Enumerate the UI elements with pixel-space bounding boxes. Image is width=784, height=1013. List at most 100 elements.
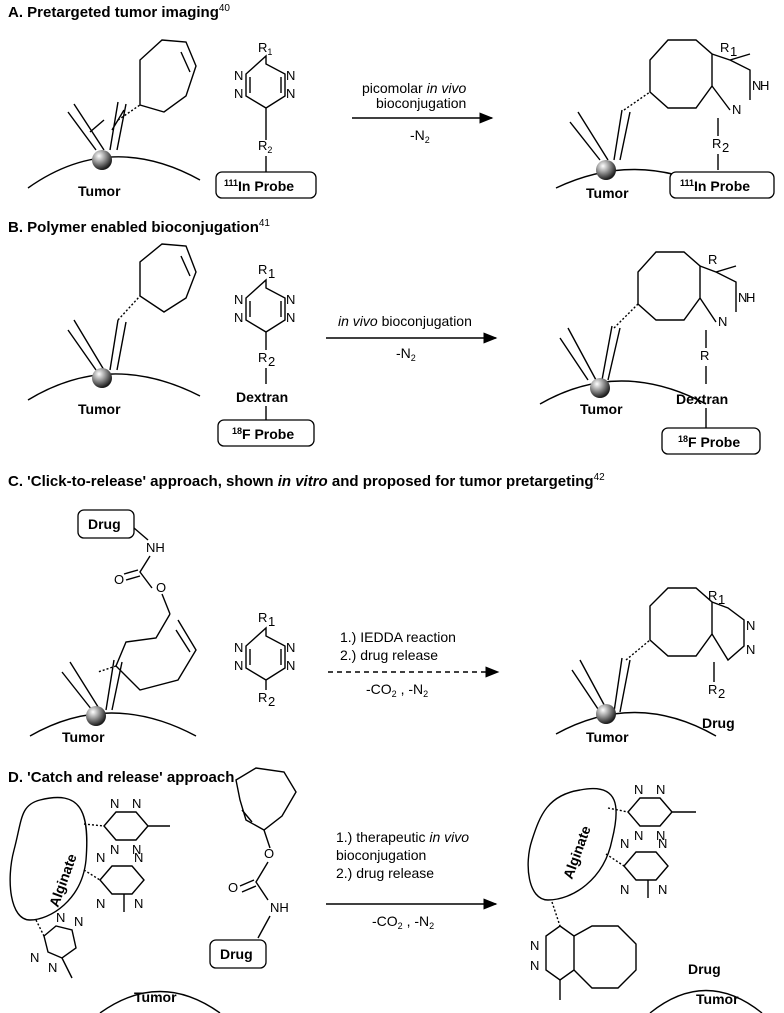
section-c: C. 'Click-to-release' approach, shown in…: [8, 472, 755, 745]
tetrazine-a: R1 NN NN R2 111In Probe: [215, 40, 317, 199]
svg-text:1: 1: [268, 266, 275, 281]
svg-text:H: H: [746, 290, 755, 305]
svg-text:N: N: [134, 850, 143, 865]
product-b: R NH N R Tumor Dextran 18F Probe: [539, 251, 761, 455]
svg-text:1: 1: [718, 592, 725, 607]
tumor-label: Tumor: [586, 185, 629, 201]
svg-text:N: N: [132, 796, 141, 811]
tumor-label: Tumor: [586, 729, 629, 745]
particle-ball: [596, 160, 616, 180]
tco-carbamate-c: Drug NH O O Tumor: [29, 509, 197, 745]
svg-text:N: N: [234, 86, 243, 101]
arrow-label-2: bioconjugation: [336, 847, 426, 863]
arrow-label-3: -CO2 , -N2: [366, 681, 428, 699]
section-a-title: A. Pretargeted tumor imaging40: [8, 3, 230, 21]
arrow-label-2: bioconjugation: [376, 95, 466, 111]
particle-ball: [92, 150, 112, 170]
svg-text:N: N: [234, 310, 243, 325]
svg-text:N: N: [110, 842, 119, 857]
probe-label: 111In Probe: [680, 178, 750, 194]
arrow-label-2: -N2: [396, 345, 416, 363]
svg-text:N: N: [110, 796, 119, 811]
svg-text:R: R: [258, 690, 267, 705]
arrow-label-1: in vivo bioconjugation: [338, 313, 472, 329]
probe-box: [669, 171, 775, 199]
dextran-label: Dextran: [236, 389, 288, 405]
reaction-arrow-a: picomolar in vivo bioconjugation -N2: [352, 80, 494, 145]
svg-text:R: R: [258, 262, 267, 277]
arrow-label-3: 2.) drug release: [336, 865, 434, 881]
svg-text:R: R: [708, 588, 717, 603]
tumor-label: Tumor: [78, 401, 121, 417]
svg-text:N: N: [286, 658, 295, 673]
particle-ball: [590, 378, 610, 398]
svg-text:N: N: [530, 938, 539, 953]
svg-text:R: R: [708, 682, 717, 697]
svg-text:1: 1: [730, 44, 737, 59]
svg-text:N: N: [286, 640, 295, 655]
tumor-label: Tumor: [696, 991, 739, 1007]
svg-text:N: N: [234, 658, 243, 673]
r2-label: R2: [258, 138, 272, 155]
arrow-label-1: picomolar in vivo: [362, 80, 466, 96]
svg-text:N: N: [738, 290, 747, 305]
arrow-label-1: 1.) therapeutic in vivo: [336, 829, 469, 845]
drug-box: [209, 939, 267, 969]
dextran-label: Dextran: [676, 391, 728, 407]
svg-text:2: 2: [268, 354, 275, 369]
svg-text:O: O: [114, 572, 124, 587]
svg-text:O: O: [264, 846, 274, 861]
reaction-arrow-c: 1.) IEDDA reaction 2.) drug release -CO2…: [328, 629, 500, 699]
tumor-label: Tumor: [62, 729, 105, 745]
svg-text:N: N: [656, 782, 665, 797]
reaction-arrow-b: in vivo bioconjugation -N2: [326, 313, 498, 363]
svg-text:N: N: [746, 642, 755, 657]
probe-box: [217, 419, 315, 447]
arrow-label-1: 1.) IEDDA reaction: [340, 629, 456, 645]
nh-label: NH: [270, 900, 289, 915]
particle-ball: [92, 368, 112, 388]
tumor-label: Tumor: [78, 183, 121, 199]
svg-text:N: N: [96, 850, 105, 865]
alginate-label: Alginate: [560, 823, 594, 881]
svg-text:N: N: [96, 896, 105, 911]
svg-text:N: N: [48, 960, 57, 975]
svg-text:N: N: [286, 292, 295, 307]
svg-text:R: R: [720, 40, 729, 55]
section-b-title: B. Polymer enabled bioconjugation41: [8, 218, 270, 236]
svg-text:N: N: [634, 828, 643, 843]
nh-label: NH: [146, 540, 165, 555]
tco-carbamate-d: O O NH Drug: [209, 767, 297, 969]
svg-text:N: N: [56, 910, 65, 925]
svg-text:N: N: [234, 292, 243, 307]
arrow-label-2: 2.) drug release: [340, 647, 438, 663]
drug-product-label: Drug: [688, 961, 721, 977]
probe-box: [661, 427, 761, 455]
svg-text:N: N: [234, 68, 243, 83]
svg-text:N: N: [234, 640, 243, 655]
svg-text:N: N: [530, 958, 539, 973]
svg-text:N: N: [134, 896, 143, 911]
probe-label: 18F Probe: [232, 426, 294, 442]
svg-text:N: N: [286, 310, 295, 325]
svg-text:H: H: [760, 78, 769, 93]
svg-text:N: N: [658, 882, 667, 897]
svg-text:1: 1: [268, 614, 275, 629]
svg-text:N: N: [286, 86, 295, 101]
antibody-tco-left-b: Tumor: [27, 243, 201, 417]
section-d: D. 'Catch and release' approach Alginate…: [8, 767, 763, 1013]
arrow-label-4: -CO2 , -N2: [372, 913, 434, 931]
alginate-label: Alginate: [46, 851, 80, 909]
svg-text:N: N: [656, 828, 665, 843]
section-a: A. Pretargeted tumor imaging40 Tumor R1 …: [8, 3, 775, 201]
section-d-title: D. 'Catch and release' approach: [8, 769, 234, 786]
tumor-label: Tumor: [134, 989, 177, 1005]
svg-text:N: N: [74, 914, 83, 929]
